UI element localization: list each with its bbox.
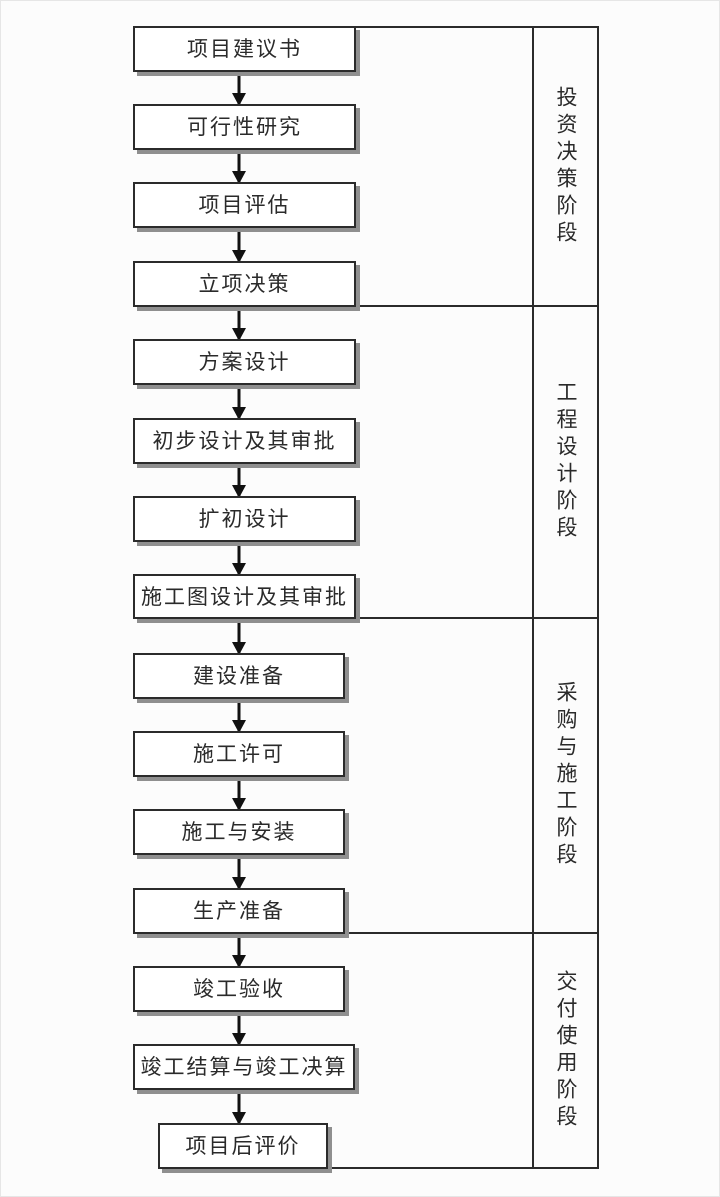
flow-step-label: 方案设计 — [198, 350, 291, 374]
phase-label-text: 采购与施工阶段 — [554, 681, 578, 870]
phase-label-engineering-design: 工程设计阶段 — [533, 306, 598, 618]
flow-step-label: 初步设计及其审批 — [152, 429, 337, 453]
flow-step-label: 项目评估 — [198, 193, 291, 217]
flow-step: 项目建议书 — [133, 26, 356, 72]
flow-step-label: 施工许可 — [193, 742, 285, 766]
flow-step-label: 生产准备 — [193, 899, 285, 923]
flow-step: 施工许可 — [133, 731, 345, 777]
flow-step: 方案设计 — [133, 339, 356, 385]
phase-label-text: 交付使用阶段 — [554, 969, 578, 1132]
flow-step-label: 项目建议书 — [187, 37, 302, 61]
phase-label-procurement-construction: 采购与施工阶段 — [533, 618, 598, 933]
flow-step: 立项决策 — [133, 261, 356, 307]
phase-label-text: 投资决策阶段 — [554, 85, 578, 248]
flow-step-label: 施工与安装 — [181, 820, 297, 844]
flow-step: 建设准备 — [133, 653, 345, 699]
flow-step: 施工图设计及其审批 — [133, 574, 356, 619]
flow-step: 可行性研究 — [133, 104, 356, 150]
flow-step-label: 竣工验收 — [193, 977, 285, 1001]
flow-step-label: 项目后评价 — [185, 1134, 301, 1158]
phase-label-investment-decision: 投资决策阶段 — [533, 27, 598, 306]
flow-step-label: 扩初设计 — [198, 507, 291, 531]
flow-step: 竣工验收 — [133, 966, 345, 1012]
flow-step: 施工与安装 — [133, 809, 345, 855]
flow-step: 初步设计及其审批 — [133, 418, 356, 464]
flow-step-label: 立项决策 — [198, 272, 291, 296]
flow-step: 项目后评价 — [158, 1123, 328, 1169]
flow-step-label: 施工图设计及其审批 — [141, 584, 348, 609]
flow-step-label: 建设准备 — [193, 664, 285, 688]
flow-step: 扩初设计 — [133, 496, 356, 542]
phase-label-text: 工程设计阶段 — [554, 381, 578, 543]
flow-step: 项目评估 — [133, 182, 356, 228]
flow-step: 竣工结算与竣工决算 — [133, 1044, 355, 1090]
flow-step: 生产准备 — [133, 888, 345, 934]
phase-label-delivery-use: 交付使用阶段 — [533, 933, 598, 1168]
flow-step-label: 可行性研究 — [187, 115, 302, 139]
flow-step-label: 竣工结算与竣工决算 — [140, 1055, 348, 1079]
